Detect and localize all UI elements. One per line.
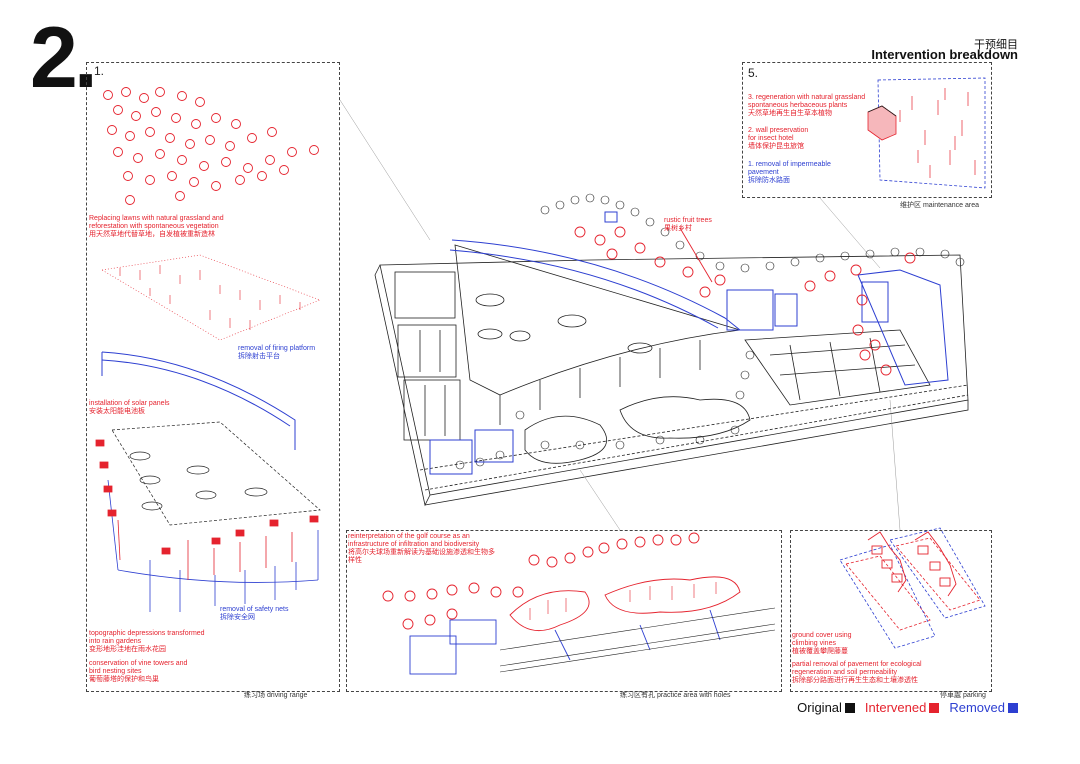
note-rain-gardens: topographic depressions transformed into… [89, 630, 205, 653]
panel-practice-area [346, 530, 782, 692]
caption-practice-area: 练习区有孔 practice area with holes [620, 692, 731, 699]
legend-original: Original [797, 700, 855, 715]
panel-number-driving: 1. [94, 64, 105, 78]
title-chinese: 干预细目 [974, 39, 1018, 51]
legend-intervened-swatch [929, 703, 940, 713]
note-wall-preservation: 2. wall preservation for insect hotel 墙体… [748, 127, 809, 150]
panel-number-maintenance: 5. [748, 66, 759, 80]
note-ground-cover: ground cover using climbing vines 植被覆盖攀爬… [792, 632, 852, 655]
legend-removed: Removed [949, 700, 1018, 715]
page-title: Intervention breakdown [871, 47, 1018, 62]
legend-removed-swatch [1008, 703, 1018, 713]
legend-original-swatch [844, 703, 855, 713]
note-safety-nets: removal of safety nets 拆除安全网 [220, 606, 289, 621]
note-pavement-removal: 1. removal of impermeable pavement 拆除防水路… [748, 161, 831, 184]
note-solar-panels: installation of solar panels 安装太阳能电池板 [89, 400, 170, 415]
legend: Original Intervened Removed [797, 700, 1018, 715]
note-vine-towers: conservation of vine towers and bird nes… [89, 660, 188, 683]
panel-maintenance-area [742, 62, 992, 198]
panel-driving-range [86, 62, 340, 692]
caption-driving-range: 练习场 driving range [244, 692, 308, 699]
caption-parking: 停車處 parking [940, 692, 986, 699]
panel-parking [790, 530, 992, 692]
note-firing-platform: removal of firing platform 拆除射击平台 [238, 345, 316, 360]
note-regeneration: 3. regeneration with natural grassland s… [748, 94, 866, 117]
legend-intervened: Intervened [865, 700, 940, 715]
note-fruit-trees: rustic fruit trees 果树乡村 [664, 217, 712, 232]
note-partial-pavement: partial removal of pavement for ecologic… [792, 661, 922, 684]
note-golf-course: reinterpretation of the golf course as a… [348, 533, 495, 564]
caption-maintenance-area: 维护区 maintenance area [900, 202, 979, 209]
note-grassland: Replacing lawns with natural grassland a… [89, 215, 224, 238]
